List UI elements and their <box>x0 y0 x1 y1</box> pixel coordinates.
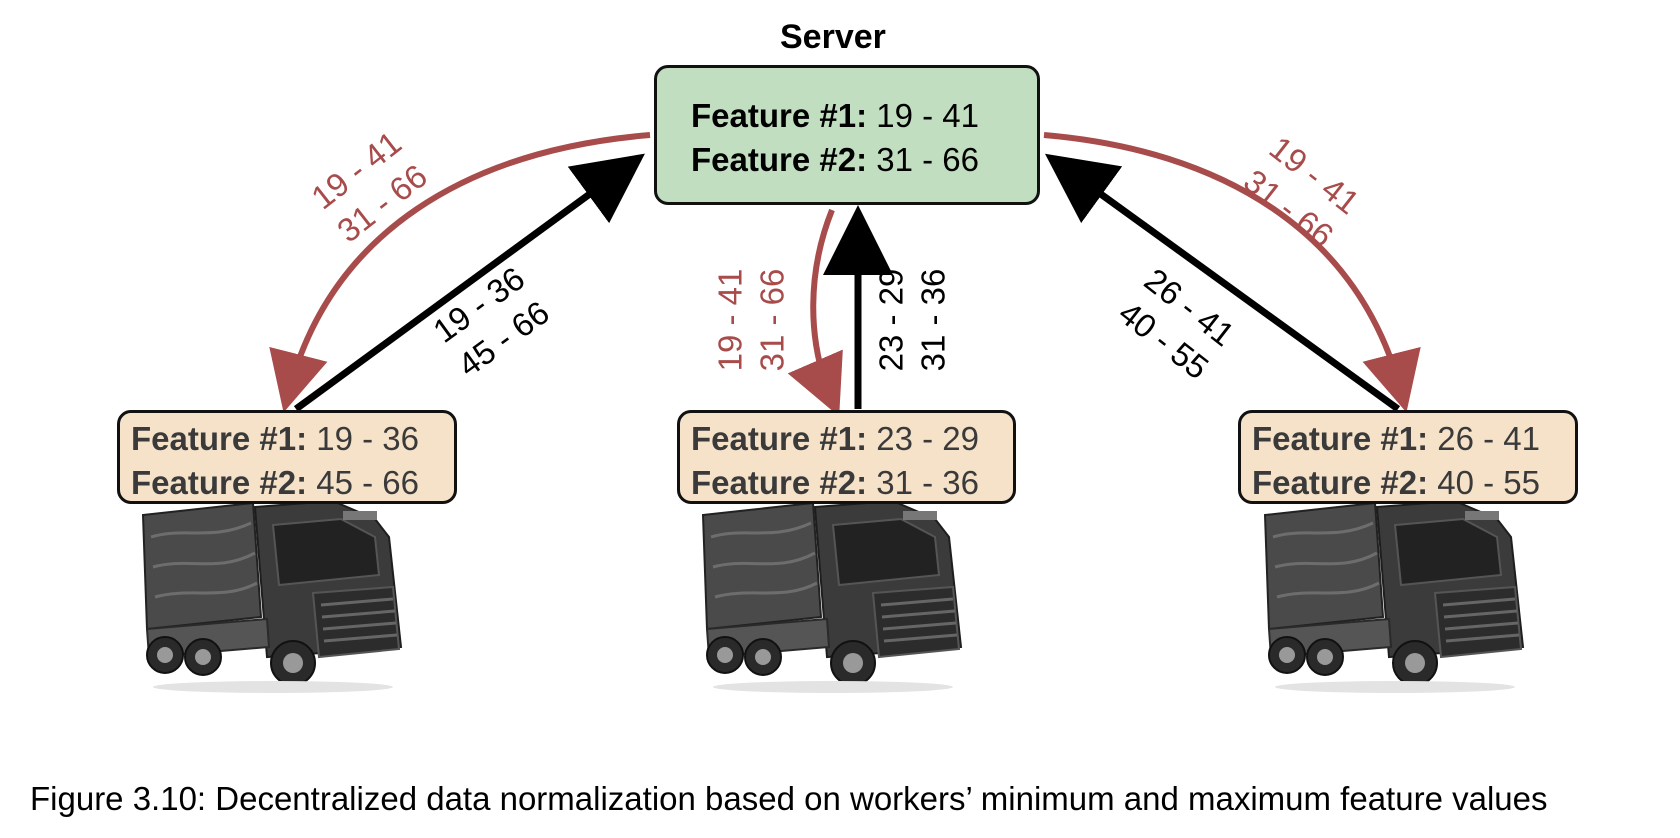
truck-icon <box>1263 499 1525 695</box>
server-box: Feature #1: 19 - 41 Feature #2: 31 - 66 <box>654 65 1040 205</box>
feature-range: 40 - 55 <box>1437 464 1540 501</box>
feature-label: Feature #2: <box>131 464 308 501</box>
download-arrow-worker-1 <box>269 132 651 413</box>
worker-box-1: Feature #1: 19 - 36 Feature #2: 45 - 66 <box>117 410 457 504</box>
feature-label: Feature #2: <box>691 464 868 501</box>
truck-icon <box>701 499 963 695</box>
server-feature-1: Feature #1: 19 - 41 <box>691 94 1037 138</box>
truck-icon <box>141 499 403 695</box>
feature-label: Feature #2: <box>691 141 868 178</box>
feature-label: Feature #1: <box>691 420 868 457</box>
download-arrow-worker-2 <box>787 208 843 417</box>
server-title: Server <box>780 18 886 56</box>
worker-box-3: Feature #1: 26 - 41 Feature #2: 40 - 55 <box>1238 410 1578 504</box>
download-arrow-worker-3 <box>1043 132 1421 413</box>
upload-arrow-worker-1 <box>293 153 645 412</box>
upload-arrow-worker-3 <box>1044 153 1401 412</box>
feature-label: Feature #1: <box>131 420 308 457</box>
feature-range: 31 - 36 <box>876 464 979 501</box>
feature-range: 45 - 66 <box>316 464 419 501</box>
feature-label: Feature #1: <box>1252 420 1429 457</box>
worker-box-2: Feature #1: 23 - 29 Feature #2: 31 - 36 <box>677 410 1016 504</box>
feature-label: Feature #1: <box>691 97 868 134</box>
feature-label: Feature #2: <box>1252 464 1429 501</box>
server-feature-2: Feature #2: 31 - 66 <box>691 138 1037 182</box>
feature-range: 31 - 66 <box>876 141 979 178</box>
feature-range: 26 - 41 <box>1437 420 1540 457</box>
feature-range: 19 - 36 <box>316 420 419 457</box>
figure-caption: Figure 3.10: Decentralized data normaliz… <box>30 780 1548 817</box>
feature-range: 23 - 29 <box>876 420 979 457</box>
feature-range: 19 - 41 <box>876 97 979 134</box>
